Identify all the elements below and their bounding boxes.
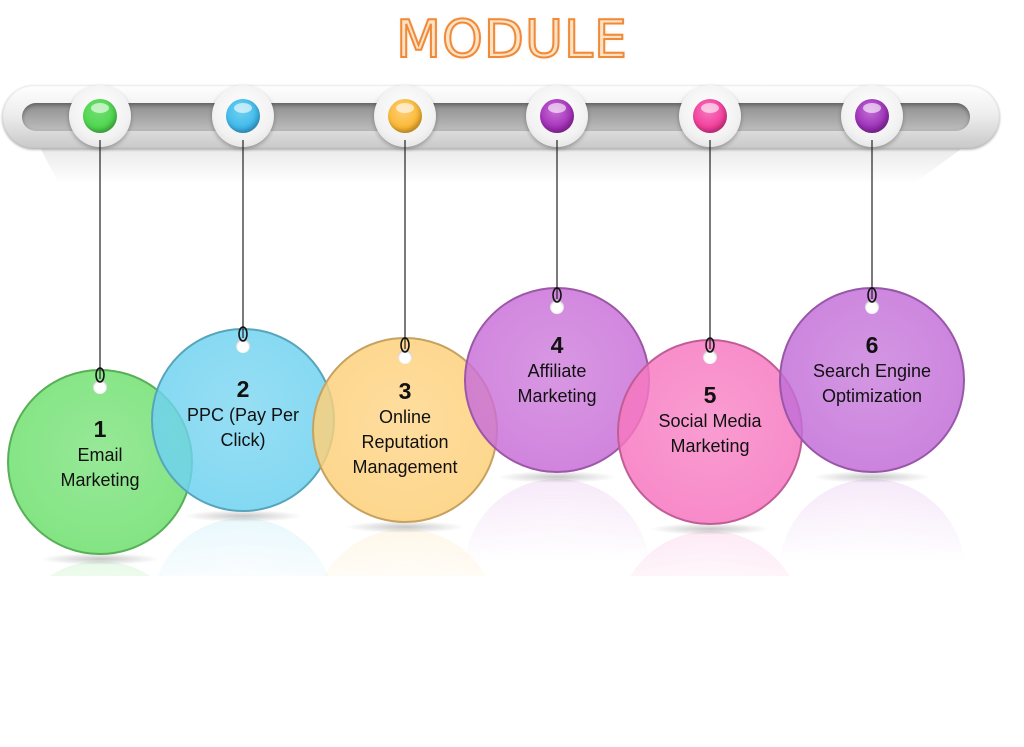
module-2-hook (238, 326, 248, 342)
module-6-hook (867, 287, 877, 303)
module-3-label-line: Management (352, 457, 458, 477)
module-3-hook (400, 337, 410, 353)
module-3-number: 3 (398, 378, 412, 404)
module-6-shadow (812, 471, 932, 483)
module-1-shadow (40, 553, 160, 565)
module-6-disc (779, 287, 965, 473)
module-2-shadow (183, 510, 303, 522)
rail-knob-2 (212, 85, 274, 147)
module-1-reflection (7, 561, 193, 576)
page-title: MODULE (395, 9, 628, 71)
module-2-number: 2 (236, 376, 250, 402)
module-6-label-line: Optimization (821, 386, 923, 406)
rail-knob-4 (526, 85, 588, 147)
module-4-label-line: Marketing (517, 386, 597, 406)
module-1-hole (93, 380, 107, 394)
module-2-hole (236, 339, 250, 353)
module-4-number: 4 (550, 332, 564, 358)
module-2-disc (151, 328, 335, 512)
rail-knob-1 (69, 85, 131, 147)
module-1-label-line: Email (77, 445, 123, 465)
module-4-shadow (497, 471, 617, 483)
module-6-number: 6 (865, 332, 879, 358)
module-4-hook (552, 287, 562, 303)
module-5-shadow (650, 523, 770, 535)
module-2-label-line: Click) (220, 430, 266, 450)
module-3-hole (398, 350, 412, 364)
module-4-label-line: Affiliate (527, 361, 587, 381)
rail-bead-5 (693, 99, 727, 133)
module-5-hole (703, 350, 717, 364)
rail-knob-5 (679, 85, 741, 147)
module-1-hook (95, 367, 105, 383)
module-3-label-line: Online (378, 407, 432, 427)
module-6-label-line: Search Engine (812, 361, 932, 381)
rail-knob-3 (374, 85, 436, 147)
rail-groove (22, 103, 970, 131)
rail-knob-6 (841, 85, 903, 147)
module-5-label-line: Marketing (670, 436, 750, 456)
module-2-label-line: PPC (Pay Per (186, 405, 300, 425)
module-1-label-line: Marketing (60, 470, 140, 490)
rail-bead-1 (83, 99, 117, 133)
hanging-strings (95, 140, 877, 383)
module-6-hole (865, 300, 879, 314)
rail-bead-6 (855, 99, 889, 133)
module-5-label-line: Social Media (658, 411, 762, 431)
module-3-shadow (345, 521, 465, 533)
rail-bead-4 (540, 99, 574, 133)
module-4-hole (550, 300, 564, 314)
module-5-number: 5 (703, 382, 717, 408)
rail-bead-2 (226, 99, 260, 133)
module-3-label-line: Reputation (361, 432, 449, 452)
module-5-hook (705, 337, 715, 353)
module-1-number: 1 (93, 416, 107, 442)
rail-bead-3 (388, 99, 422, 133)
module-5-disc (617, 339, 803, 525)
